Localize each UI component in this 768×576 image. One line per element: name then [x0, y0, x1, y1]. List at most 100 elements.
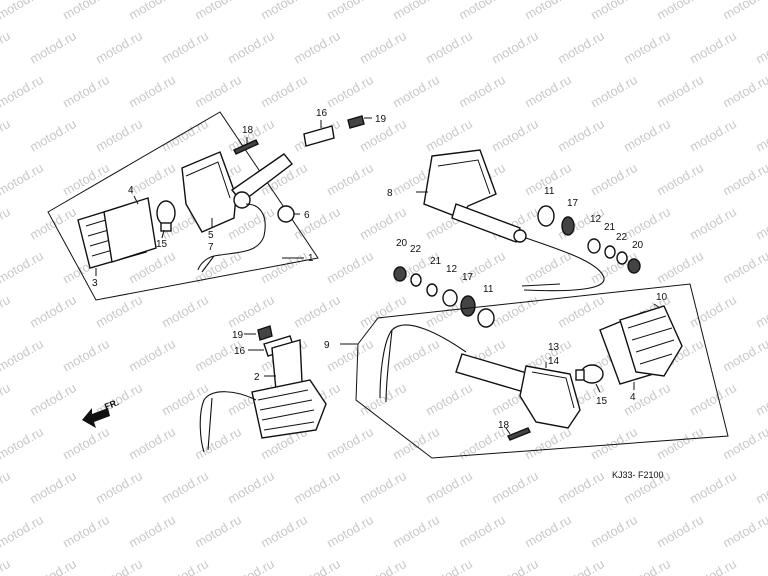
watermark-text: motod.ru	[357, 556, 409, 576]
watermark-text: motod.ru	[555, 468, 607, 507]
watermark-text: motod.ru	[423, 28, 475, 67]
plate-part-16	[303, 125, 335, 147]
label-11-mid: 11	[483, 284, 494, 295]
watermark-text: motod.ru	[0, 380, 13, 419]
watermark-text: motod.ru	[720, 512, 768, 551]
watermark-text: motod.ru	[0, 204, 13, 243]
watermark-text: motod.ru	[720, 0, 768, 23]
watermark-text: motod.ru	[687, 204, 739, 243]
watermark-text: motod.ru	[588, 0, 640, 23]
watermark-text: motod.ru	[753, 380, 768, 419]
watermark-text: motod.ru	[456, 0, 508, 23]
watermark-text: motod.ru	[423, 116, 475, 155]
nut-11-mid	[477, 308, 495, 328]
watermark-text: motod.ru	[192, 424, 244, 463]
label-15: 15	[156, 239, 168, 250]
watermark-text: motod.ru	[291, 292, 343, 331]
bulb-base-rear	[575, 369, 585, 381]
watermark-text: motod.ru	[324, 72, 376, 111]
watermark-text: motod.ru	[522, 512, 574, 551]
watermark-text: motod.ru	[0, 28, 13, 67]
watermark-text: motod.ru	[588, 160, 640, 199]
watermark-text: motod.ru	[225, 468, 277, 507]
rear-winker-assembly-9: 9 13 14 10 15 4 18	[324, 283, 729, 459]
washer-22-top	[616, 251, 628, 265]
watermark-text: motod.ru	[522, 248, 574, 287]
watermark-text: motod.ru	[687, 468, 739, 507]
bulb-part-15	[156, 200, 176, 226]
watermark-text: motod.ru	[654, 160, 706, 199]
watermark-text: motod.ru	[654, 0, 706, 23]
housing-edge	[185, 161, 231, 199]
label-21-mid: 21	[430, 256, 442, 267]
label-21-top: 21	[604, 222, 616, 233]
watermark-text: motod.ru	[0, 292, 13, 331]
label-12-top: 12	[590, 214, 602, 225]
watermark-text: motod.ru	[159, 380, 211, 419]
grommet-17-mid	[460, 295, 476, 317]
watermark-text: motod.ru	[522, 424, 574, 463]
watermark-text: motod.ru	[390, 512, 442, 551]
bulb-base	[160, 222, 172, 232]
watermark-text: motod.ru	[357, 468, 409, 507]
lens-part-10	[619, 305, 683, 377]
wire-rear-right-2	[385, 329, 393, 403]
watermark-text: motod.ru	[324, 336, 376, 375]
label-5: 5	[208, 230, 214, 241]
watermark-text: motod.ru	[192, 512, 244, 551]
watermark-text: motod.ru	[753, 468, 768, 507]
nut-20-top	[627, 258, 641, 274]
watermark-text: motod.ru	[0, 424, 46, 463]
watermark-text: motod.ru	[159, 292, 211, 331]
label-15-rear: 15	[596, 396, 608, 407]
watermark-text: motod.ru	[489, 556, 541, 576]
winker-edge	[437, 159, 491, 195]
label-6: 6	[304, 210, 310, 221]
label-19-lower: 19	[232, 330, 244, 341]
watermark-text: motod.ru	[258, 0, 310, 23]
label-12-mid: 12	[446, 264, 458, 275]
label-20-mid: 20	[396, 238, 408, 249]
nut-20-mid	[393, 266, 407, 282]
watermark-text: motod.ru	[93, 468, 145, 507]
watermark-text: motod.ru	[489, 116, 541, 155]
lens-ribs-rear	[627, 315, 675, 365]
label-20-top: 20	[632, 240, 644, 251]
watermark-text: motod.ru	[324, 424, 376, 463]
watermark-text: motod.ru	[357, 204, 409, 243]
watermark-text: motod.ru	[27, 292, 79, 331]
watermark-text: motod.ru	[522, 0, 574, 23]
watermark-text: motod.ru	[621, 380, 673, 419]
watermark-text: motod.ru	[60, 0, 112, 23]
winker-stem-8	[451, 203, 521, 243]
watermark-text: motod.ru	[390, 424, 442, 463]
watermark-text: motod.ru	[423, 468, 475, 507]
watermark-text: motod.ru	[126, 512, 178, 551]
watermark-text: motod.ru	[654, 424, 706, 463]
label-16-lower: 16	[234, 346, 246, 357]
watermark-text: motod.ru	[687, 116, 739, 155]
washer-21-top	[604, 245, 616, 259]
watermark-text: motod.ru	[0, 72, 46, 111]
watermark-text: motod.ru	[588, 72, 640, 111]
watermark-text: motod.ru	[0, 160, 46, 199]
watermark-text: motod.ru	[27, 204, 79, 243]
watermark-text: motod.ru	[456, 512, 508, 551]
watermark-text: motod.ru	[126, 0, 178, 23]
watermark-text: motod.ru	[0, 336, 46, 375]
wire-lower-left-2	[207, 397, 213, 451]
watermark-text: motod.ru	[159, 468, 211, 507]
gasket-part-4	[103, 197, 157, 263]
watermark-text: motod.ru	[720, 72, 768, 111]
watermark-text: motod.ru	[621, 556, 673, 576]
watermark-text: motod.ru	[258, 248, 310, 287]
watermark-text: motod.ru	[456, 72, 508, 111]
watermark-text: motod.ru	[753, 292, 768, 331]
lens-ribs-lower	[257, 389, 315, 431]
watermark-text: motod.ru	[291, 204, 343, 243]
watermark-text: motod.ru	[423, 380, 475, 419]
watermark-text: motod.ru	[390, 72, 442, 111]
watermark-text: motod.ru	[27, 468, 79, 507]
label-4-rear: 4	[630, 392, 636, 403]
